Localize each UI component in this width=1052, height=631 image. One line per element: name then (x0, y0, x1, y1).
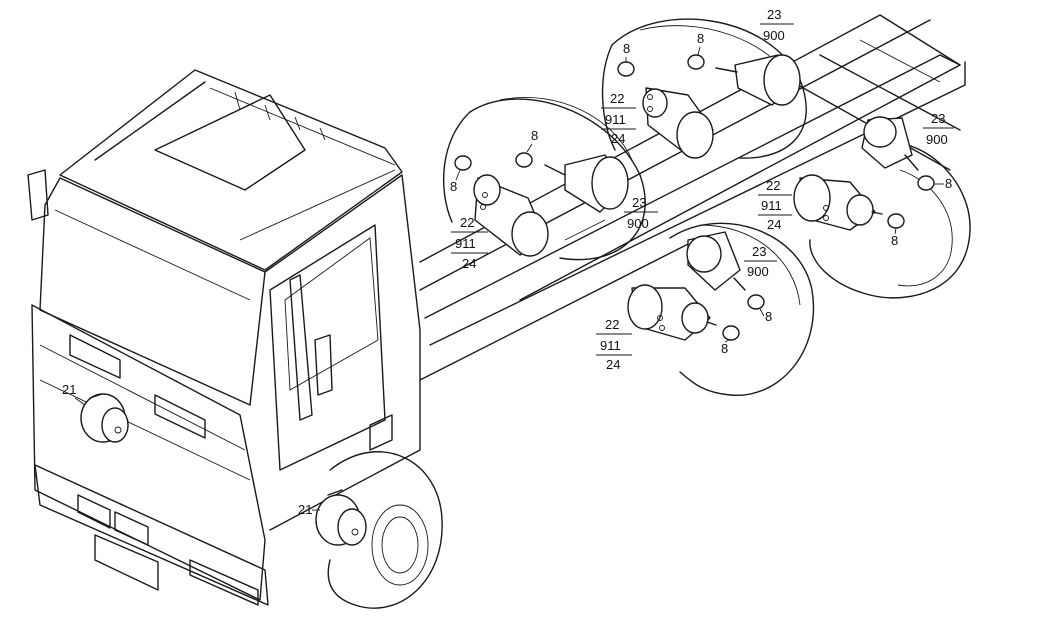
callout-denominator: 900 (627, 216, 649, 231)
callout-number: 22 (605, 317, 619, 332)
callout-number: 21 (62, 382, 76, 397)
callout-nut-rear-right-a: 8 (945, 176, 952, 191)
nut-rear-right-b (887, 213, 905, 229)
brake-actuator-rear-mid (686, 231, 746, 291)
front-wheel (327, 451, 443, 609)
callout-denominator: 900 (763, 28, 785, 43)
front-brake-chamber-left (80, 393, 129, 443)
brake-actuator-rear-right (861, 116, 919, 171)
front-brake-chamber-right (315, 489, 367, 546)
chassis-frame (419, 14, 966, 381)
callout-denominator: 24 (611, 131, 625, 146)
callout-nut-rear-mid-b: 8 (721, 341, 728, 356)
callout-denominator: 911 (455, 236, 476, 251)
callout-denominator: 900 (747, 264, 769, 279)
callout-denominator: 900 (926, 132, 948, 147)
callout-nut-rear-mid-a: 8 (765, 309, 772, 324)
callout-21-front-left: 21 (62, 382, 76, 397)
nut-rear-mid-a (747, 294, 765, 310)
nut-rear-top-a (617, 61, 635, 77)
nut-rear-right-a (917, 175, 935, 191)
callout-number: 23 (752, 244, 766, 259)
callout-number: 22 (766, 178, 780, 193)
callout-nut-rear-top-b: 8 (697, 31, 704, 46)
callout-nut-rear-left-b: 8 (531, 128, 538, 143)
brake-actuator-rear-left (544, 154, 629, 213)
callout-number: 22 (610, 91, 624, 106)
callout-denominator: 911 (605, 112, 626, 127)
nut-rear-left-b (515, 152, 533, 168)
callout-number: 21 (298, 502, 312, 517)
callout-23-rear-top: 23 900 (760, 7, 794, 43)
callout-23-rear-right: 23 900 (923, 111, 954, 147)
rear-wheel-mid (669, 222, 815, 396)
callout-nut-rear-right-b: 8 (891, 233, 898, 248)
spring-brake-cylinder-rear-right (793, 174, 883, 231)
nut-rear-left-a (454, 155, 472, 171)
callout-number: 23 (632, 195, 646, 210)
callout-22-rear-right: 22 911 24 (758, 178, 792, 232)
spring-brake-cylinder-rear-left (473, 174, 549, 257)
spring-brake-cylinder-rear-top (642, 87, 714, 159)
leader-lines (74, 46, 944, 511)
callout-number: 23 (767, 7, 781, 22)
callout-denominator: 24 (606, 357, 620, 372)
nut-rear-top-b (687, 54, 705, 70)
callout-nut-rear-top-a: 8 (623, 41, 630, 56)
truck-cab (27, 69, 421, 606)
callout-22-rear-top: 22 911 24 (601, 91, 636, 146)
callout-23-rear-left: 23 900 (624, 195, 658, 231)
callout-denominator: 911 (761, 198, 782, 213)
callout-number: 22 (460, 215, 474, 230)
callout-denominator: 24 (767, 217, 781, 232)
callout-22-rear-mid: 22 911 24 (596, 317, 632, 372)
callout-number: 23 (931, 111, 945, 126)
spring-brake-cylinder-rear-mid (627, 284, 717, 341)
callout-denominator: 24 (462, 256, 476, 271)
nut-rear-mid-b (722, 325, 740, 341)
callout-21-front-right: 21 (298, 502, 312, 517)
callout-22-rear-left: 22 911 24 (451, 215, 488, 271)
callout-23-rear-mid: 23 900 (744, 244, 777, 279)
callout-nut-rear-left-a: 8 (450, 179, 457, 194)
rear-wheel-left (443, 97, 646, 261)
brake-actuator-rear-top (715, 54, 801, 106)
callout-denominator: 911 (600, 338, 621, 353)
